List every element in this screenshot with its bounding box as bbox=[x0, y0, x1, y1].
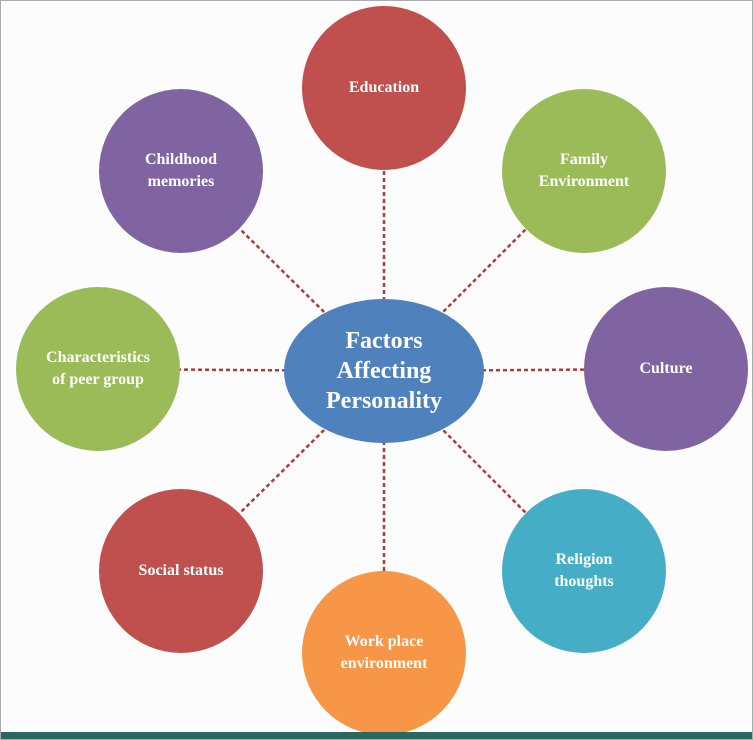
node-label: Education bbox=[348, 79, 420, 97]
node-religion-thoughts: Religion thoughts bbox=[502, 489, 666, 653]
node-label: Religion bbox=[555, 551, 613, 569]
connector-family-environment bbox=[383, 170, 585, 372]
node-label: Work place bbox=[344, 633, 424, 651]
connector-culture bbox=[383, 367, 667, 373]
node-label: Childhood bbox=[144, 151, 218, 169]
connector-religion-thoughts bbox=[383, 370, 585, 572]
node-label: environment bbox=[340, 655, 428, 672]
node-social-status: Social status bbox=[99, 489, 263, 653]
center-node-label-line: Personality bbox=[326, 388, 442, 414]
connector-social-status bbox=[180, 370, 385, 572]
center-node-label-line: Affecting bbox=[336, 358, 432, 384]
connector-childhood-memories bbox=[180, 170, 385, 372]
node-label: memories bbox=[147, 173, 215, 190]
node-education: Education bbox=[302, 6, 466, 170]
node-childhood-memories: Childhood memories bbox=[99, 89, 263, 253]
node-label: Characteristics bbox=[46, 349, 150, 367]
node-label: Environment bbox=[538, 173, 630, 190]
node-characteristics-of-peer-group: Characteristics of peer group bbox=[16, 287, 180, 451]
center-node: Factors Affecting Personality bbox=[284, 299, 484, 443]
node-label: of peer group bbox=[52, 371, 144, 388]
center-node-label-line: Factors bbox=[345, 328, 423, 354]
node-label: Social status bbox=[138, 562, 224, 580]
node-label: Family bbox=[560, 151, 608, 169]
footer-accent-bar bbox=[1, 732, 752, 739]
node-family-environment: Family Environment bbox=[502, 89, 666, 253]
node-work-place-environment: Work place environment bbox=[302, 571, 466, 735]
node-label: thoughts bbox=[554, 573, 614, 590]
node-culture: Culture bbox=[584, 287, 748, 451]
node-label: Culture bbox=[639, 360, 693, 378]
